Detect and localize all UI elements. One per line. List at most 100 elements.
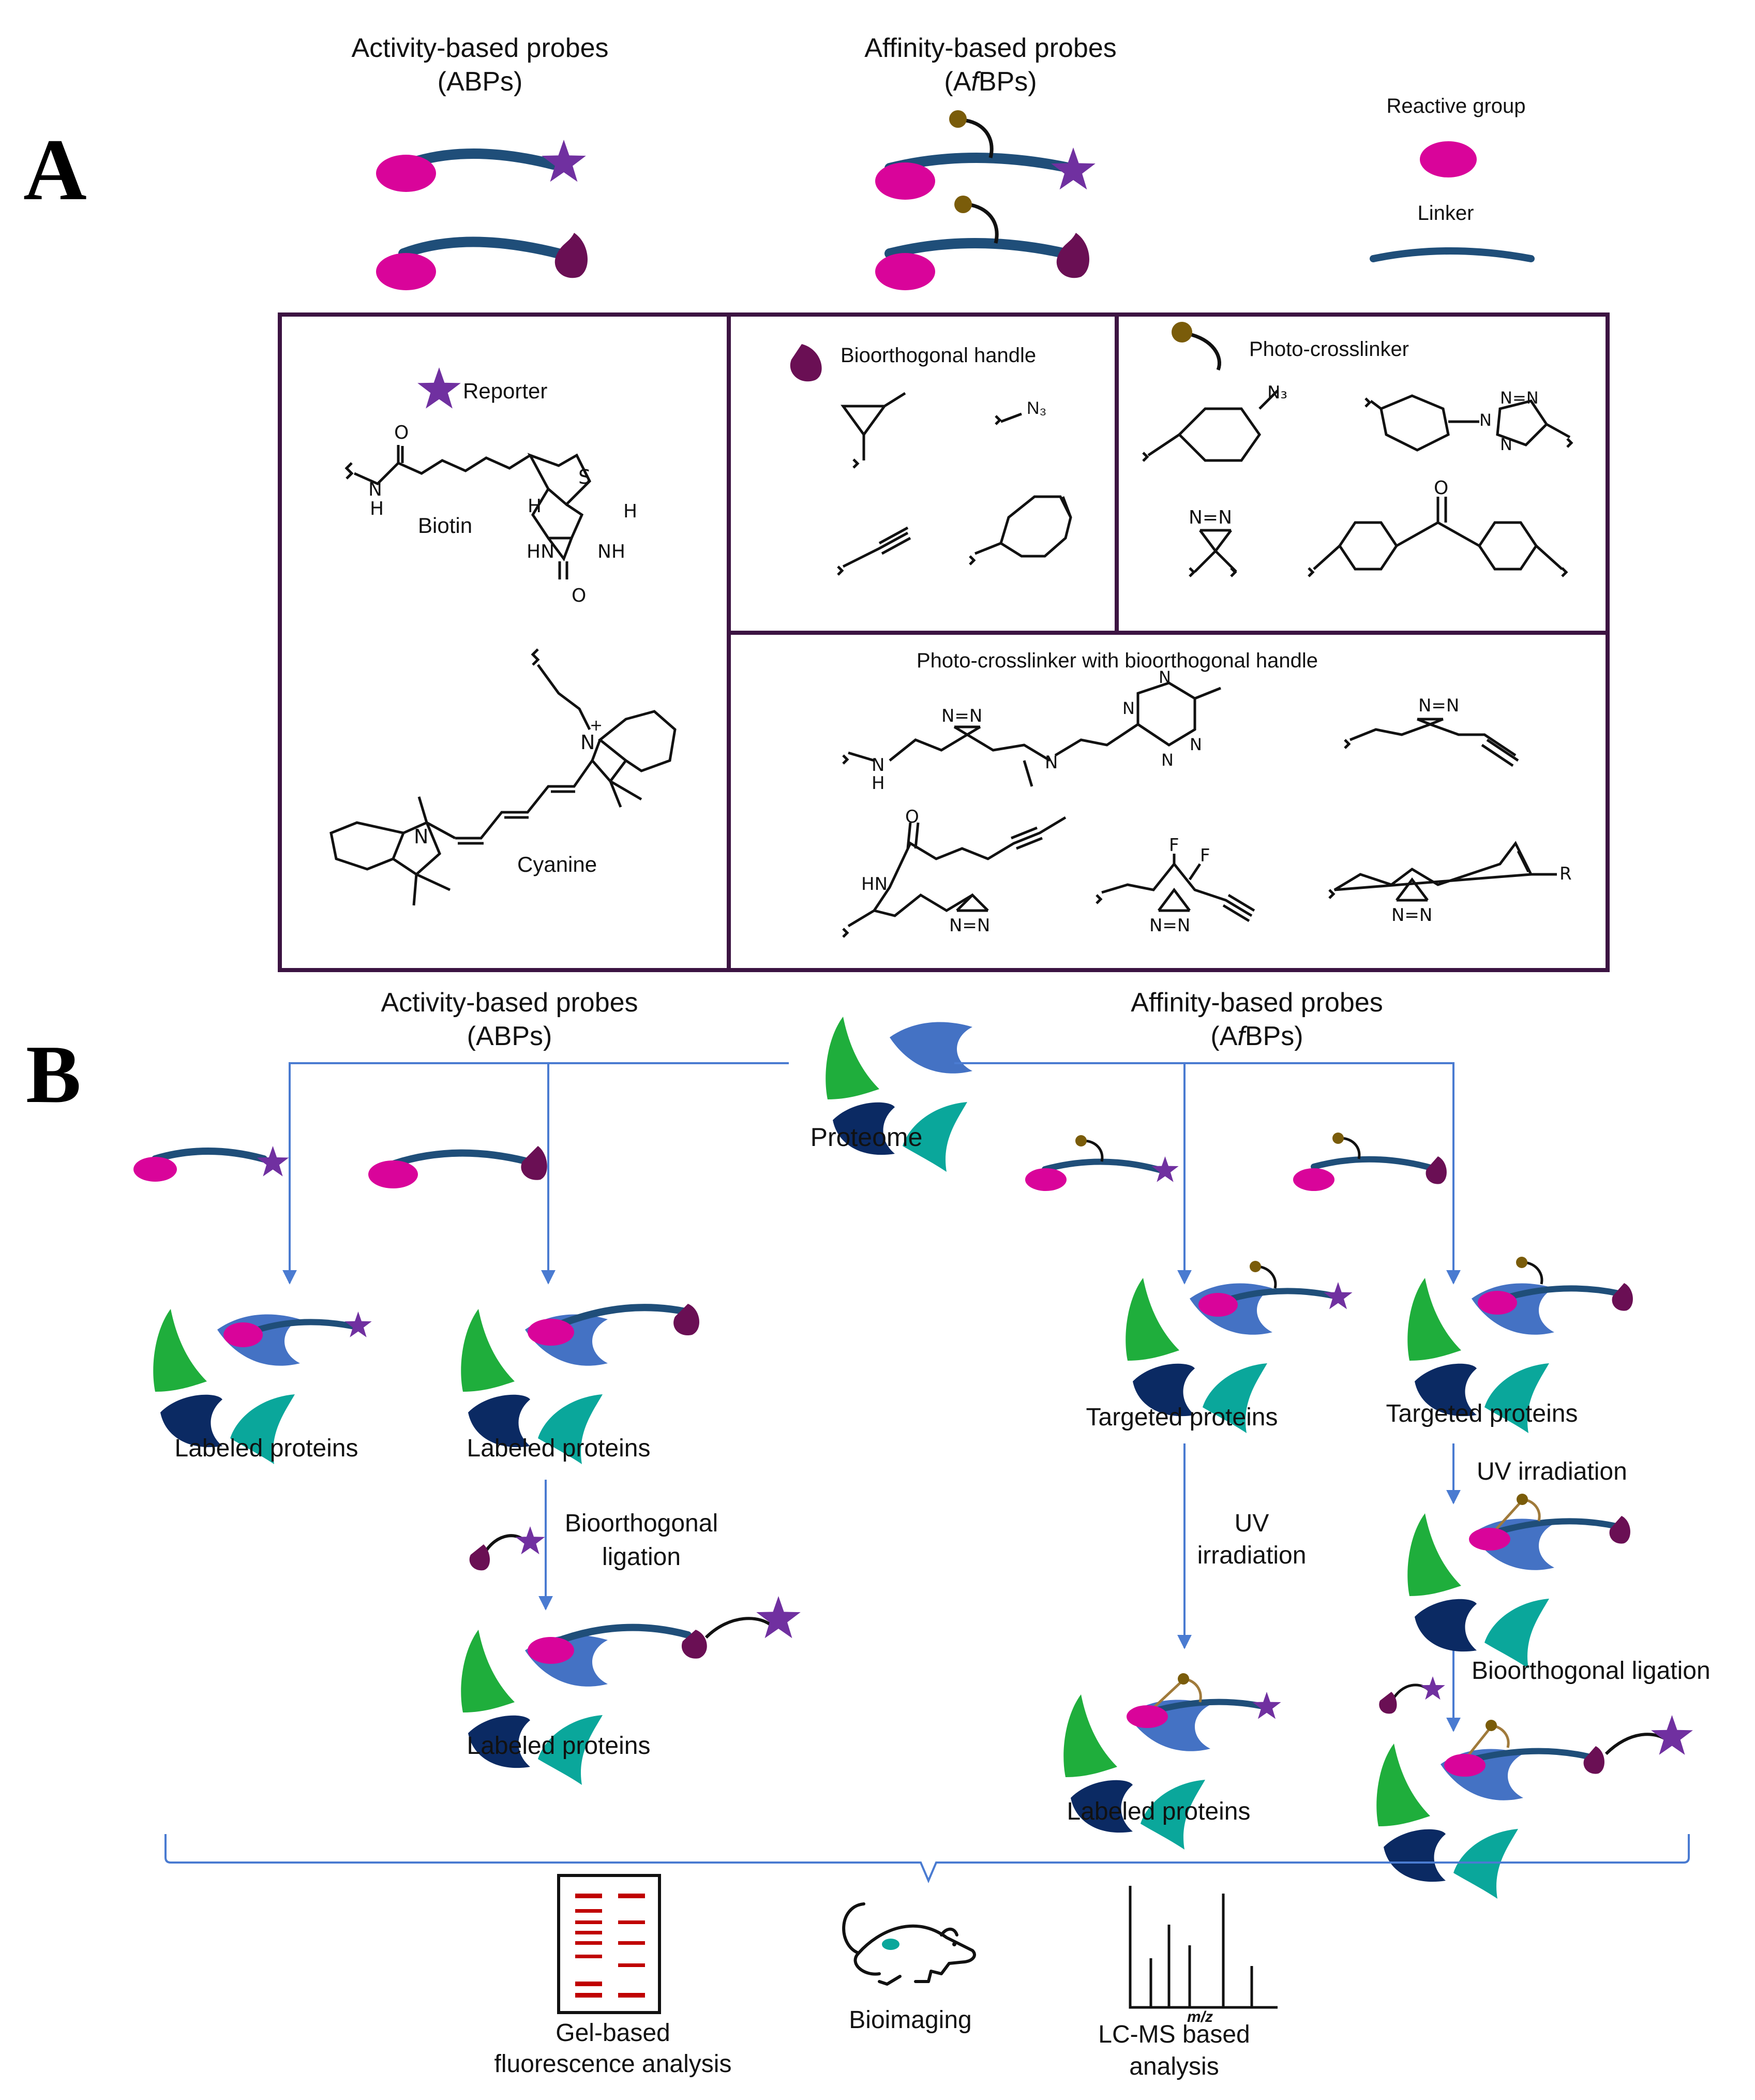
atom-n-plus: N [580, 731, 595, 754]
reactive-group [528, 1637, 574, 1664]
free-abp-handle [368, 1146, 547, 1188]
labeled-proteins-label: Labeled proteins [1067, 1798, 1251, 1825]
ligation-reagent [1379, 1676, 1445, 1714]
photo-crosslinker-icon [1486, 1720, 1497, 1731]
uv-irradiation-line1: UV [1235, 1510, 1269, 1537]
reporter-star-icon [1651, 1715, 1693, 1755]
afbps-title-line2: (AfBPs) [1210, 1021, 1303, 1051]
lcms-label-line2: analysis [1129, 2053, 1219, 2080]
atom-n: N [368, 479, 382, 500]
atom-n: N [414, 825, 428, 848]
bioorthogonal-handle-icon [1583, 1746, 1604, 1774]
reactive-group [133, 1157, 177, 1182]
photo-crosslinker-icon [1332, 1133, 1344, 1144]
linker [152, 1148, 267, 1163]
reporter-star-icon [1051, 147, 1096, 190]
flow-lines [282, 1062, 1461, 1732]
reporter-star-icon [515, 1526, 545, 1555]
linker [1461, 1748, 1591, 1765]
atom-r: R [1559, 863, 1572, 884]
crosslinker-atoms: N₃ N=N O N N=N N [1189, 382, 1539, 528]
bioorthogonal-box-content: Bioorthogonal handle N₃ [790, 344, 1072, 576]
photo-crosslinker-arm [1187, 332, 1221, 371]
atom-f: F [1169, 835, 1179, 856]
lcms-label-line1: LC-MS based [1098, 2021, 1250, 2048]
reporter-star-icon [344, 1312, 372, 1337]
legend: Reactive group Linker [1370, 95, 1535, 262]
mouse-eye [952, 1942, 956, 1946]
atom-n: N [872, 755, 884, 776]
cyanine-atoms: N + N [414, 717, 603, 848]
atom-nh: NH [597, 541, 625, 562]
photo-crosslinker-title: Photo-crosslinker [1249, 338, 1409, 361]
bioimaging-label: Bioimaging [849, 2006, 971, 2034]
linker [1487, 1518, 1619, 1537]
atom-h: H [872, 773, 885, 794]
atom-tetrazine: N [1159, 667, 1171, 687]
photo-crosslinker-arm [962, 118, 994, 158]
abps-title-line1: Activity-based probes [351, 33, 608, 63]
photo-crosslinker-icon [1172, 322, 1192, 342]
reporter-star-icon [1151, 1156, 1179, 1182]
abps-title-line1: Activity-based probes [381, 988, 638, 1018]
atom-hn: HN [527, 541, 554, 562]
linker [884, 238, 1071, 259]
bioorthogonal-handle-icon [1056, 233, 1090, 278]
atom-n: N [1500, 435, 1512, 454]
atom-hn: HN [861, 874, 888, 895]
labeled-complex-afbp-reporter [1063, 1673, 1281, 1850]
legend-reactive-group-swatch [1420, 141, 1477, 177]
cyanine-label: Cyanine [517, 852, 597, 876]
linker [1311, 1156, 1436, 1171]
mass-spectrum-icon [1129, 1886, 1278, 2009]
photo-crosslinker-arm [967, 202, 999, 244]
photo-crosslinker-arm [1257, 1265, 1277, 1289]
bioorthogonal-handle-icon [469, 1544, 490, 1571]
linker [1145, 1699, 1270, 1716]
photo-crosslinker-icon [1178, 1673, 1189, 1685]
panel-b-letter: B [26, 1028, 81, 1120]
bioorthogonal-handle-icon [790, 344, 822, 382]
atom-nn: N=N [949, 915, 990, 936]
linker [389, 1149, 531, 1168]
bioorthogonal-handle-icon [1609, 1516, 1630, 1544]
atom-plus: + [590, 717, 603, 735]
atom-o: O [572, 585, 586, 606]
atom-h: H [528, 496, 542, 517]
crosslinker-structures [1142, 390, 1573, 577]
bioorthogonal-handle-icon [1379, 1692, 1397, 1714]
linker [550, 1624, 692, 1646]
mz-axis-label: m/z [1187, 2008, 1213, 2025]
bioorthogonal-title: Bioorthogonal handle [841, 344, 1036, 367]
atom-tetrazine: N [1161, 750, 1174, 770]
abp-probe-with-reporter [376, 140, 586, 192]
reactive-group [875, 253, 935, 290]
reactive-group [1478, 1291, 1517, 1315]
photo-crosslinker-arm [1340, 1137, 1361, 1159]
uv-irradiation-inline: UV irradiation [1477, 1458, 1627, 1485]
atom-nn: N=N [1149, 915, 1190, 936]
azide-n3: N₃ [1267, 382, 1287, 403]
targeted-proteins-label: Targeted proteins [1386, 1400, 1578, 1427]
reactive-group [1127, 1705, 1168, 1728]
azide-n3: N₃ [1027, 398, 1046, 418]
panel-a-abps-title: Activity-based probes (ABPs) [351, 33, 608, 97]
gel-label-line1: Gel-based [556, 2019, 670, 2047]
afbp-probe-with-handle [875, 196, 1090, 290]
legend-linker-swatch [1370, 247, 1535, 262]
bioorthogonal-handle-icon [681, 1630, 707, 1659]
free-abp-reporter [133, 1146, 289, 1182]
combo-atoms: N H N=N N N N N N N=N O HN N=N F F N=N N… [861, 667, 1572, 936]
mouse-imaging-spot [882, 1939, 899, 1950]
combo-title: Photo-crosslinker with bioorthogonal han… [917, 649, 1318, 672]
reactive-group [1444, 1754, 1486, 1777]
bioorthogonal-ligation-line2: ligation [602, 1543, 681, 1571]
cyanine-structure [329, 648, 677, 906]
linker [1042, 1158, 1164, 1173]
targeted-proteins-label: Targeted proteins [1086, 1404, 1278, 1431]
reactive-group [376, 155, 436, 192]
gel-label-line2: fluorescence analysis [494, 2050, 732, 2078]
reactive-group [1469, 1528, 1510, 1551]
uv-irradiation-line2: irradiation [1197, 1542, 1307, 1569]
photo-crosslinker-icon [1517, 1494, 1528, 1505]
